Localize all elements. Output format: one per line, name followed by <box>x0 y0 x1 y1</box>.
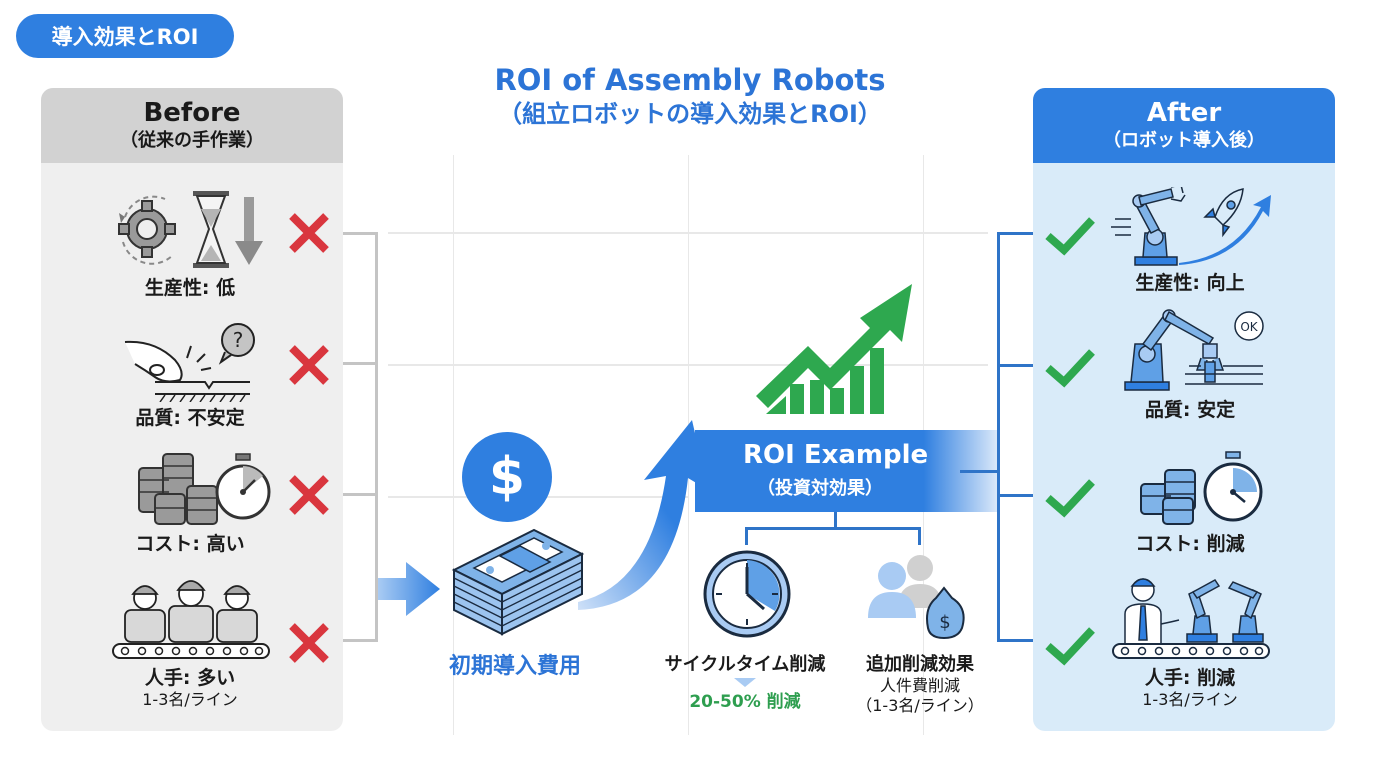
before-sub-labor: 1-3名/ライン <box>142 690 238 709</box>
initial-cost-label: 初期導入費用 <box>448 654 581 679</box>
before-item-cost: コスト: 高い <box>90 436 290 556</box>
cycle-time-effect: サイクルタイム削減 20-50% 削減 <box>650 650 840 712</box>
after-label-productivity: 生産性: 向上 <box>1135 272 1245 294</box>
flow-arrow-icon <box>378 562 440 616</box>
before-label-quality: 品質: 不安定 <box>135 407 245 429</box>
before-title: Before <box>143 97 241 128</box>
stressed-workers-conveyor-icon <box>90 570 290 662</box>
before-label-productivity: 生産性: 低 <box>144 277 236 299</box>
after-bracket <box>997 232 1033 642</box>
dollar-circle-icon: $ <box>462 432 552 522</box>
robot-arm-rocket-icon <box>1090 175 1290 267</box>
roi-title: ROI Example <box>743 440 929 470</box>
check-icon <box>1045 349 1095 388</box>
coins-stopwatch-icon <box>90 436 290 528</box>
title-en: ROI of Assembly Robots <box>494 63 886 97</box>
check-icon <box>1045 217 1095 256</box>
down-triangle-icon <box>734 678 756 687</box>
before-panel: Before （従来の手作業） <box>41 88 343 731</box>
additional-savings-line1: 人件費削減 <box>879 676 960 695</box>
grid-line <box>453 155 454 735</box>
svg-text:OK: OK <box>1240 320 1258 334</box>
bracket-tick <box>343 493 378 496</box>
roi-connector <box>745 527 921 530</box>
section-badge: 導入効果とROI <box>16 14 234 58</box>
before-label-cost: コスト: 高い <box>135 533 245 555</box>
bracket-tick <box>960 470 1000 473</box>
title-jp: （組立ロボットの導入効果とROI） <box>498 100 882 128</box>
after-title: After <box>1146 97 1222 128</box>
money-stack-icon <box>451 528 585 636</box>
before-item-labor: 人手: 多い 1-3名/ライン <box>90 570 290 710</box>
roi-connector <box>918 527 921 545</box>
after-item-cost: コスト: 削減 <box>1090 436 1290 556</box>
cycle-time-value: 20-50% 削減 <box>689 692 801 712</box>
svg-text:?: ? <box>233 328 244 352</box>
before-subtitle: （従来の手作業） <box>120 129 264 151</box>
after-label-labor: 人手: 削減 <box>1144 667 1236 689</box>
before-header: Before （従来の手作業） <box>41 88 343 163</box>
after-sub-labor: 1-3名/ライン <box>1142 690 1238 709</box>
grid-line <box>388 364 988 366</box>
roi-connector <box>745 527 748 545</box>
page-title: ROI of Assembly Robots （組立ロボットの導入効果とROI） <box>440 62 940 130</box>
svg-text:$: $ <box>489 447 525 507</box>
check-icon <box>1045 627 1095 666</box>
cross-icon <box>289 623 329 663</box>
cycle-time-title: サイクルタイム削減 <box>664 654 826 675</box>
gear-hourglass-down-icon <box>90 180 290 272</box>
roi-example-banner: ROI Example （投資対効果） <box>695 430 1000 512</box>
after-subtitle: （ロボット導入後） <box>1103 129 1265 151</box>
robot-arm-ok-icon: OK <box>1090 302 1290 394</box>
additional-savings-line2: （1-3名/ライン） <box>856 696 984 715</box>
hand-crack-question-icon: ? <box>90 310 290 402</box>
additional-savings-effect: 追加削減効果 人件費削減 （1-3名/ライン） <box>845 650 995 716</box>
bracket-tick <box>997 364 1033 367</box>
roi-connector <box>834 512 837 528</box>
before-item-quality: ? 品質: 不安定 <box>90 310 290 430</box>
roi-subtitle: （投資対効果） <box>757 478 883 499</box>
check-icon <box>1045 479 1095 518</box>
additional-savings-title: 追加削減効果 <box>866 654 974 675</box>
after-header: After （ロボット導入後） <box>1033 88 1335 163</box>
svg-text:$: $ <box>939 612 950 633</box>
after-item-quality: OK 品質: 安定 <box>1090 302 1290 422</box>
clock-icon <box>703 550 791 638</box>
growth-chart-arrow-icon <box>756 284 912 414</box>
grid-line <box>388 232 988 234</box>
cross-icon <box>289 475 329 515</box>
bracket-tick <box>343 362 378 365</box>
after-label-quality: 品質: 安定 <box>1144 399 1236 421</box>
cross-icon <box>289 213 329 253</box>
after-label-cost: コスト: 削減 <box>1135 533 1245 555</box>
coins-stopwatch-icon <box>1090 436 1290 528</box>
before-bracket <box>343 232 378 642</box>
person-robots-conveyor-icon <box>1090 570 1290 662</box>
cross-icon <box>289 345 329 385</box>
after-item-labor: 人手: 削減 1-3名/ライン <box>1090 570 1290 710</box>
growth-curve-arrow-icon <box>578 420 708 610</box>
bracket-tick <box>997 494 1033 497</box>
before-label-labor: 人手: 多い <box>144 667 236 689</box>
after-item-productivity: 生産性: 向上 <box>1090 175 1290 295</box>
people-money-bag-icon: $ <box>868 555 965 640</box>
before-item-productivity: 生産性: 低 <box>90 180 290 300</box>
